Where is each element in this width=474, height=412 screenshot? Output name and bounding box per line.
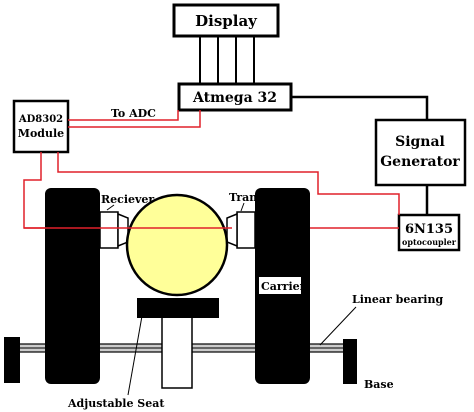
- reference-wire: [57, 152, 400, 215]
- base-label: Base: [364, 378, 394, 391]
- display-block: Display: [172, 3, 280, 38]
- display-label: Display: [195, 12, 258, 30]
- carrier-label-bg: [259, 277, 301, 294]
- optocoupler-label: optocoupler: [402, 237, 457, 247]
- base-left-block: [4, 337, 20, 383]
- base-right-block: [343, 339, 357, 384]
- opto-label: 6N135: [405, 222, 453, 237]
- receiver-pointer: [106, 204, 115, 211]
- sample-sphere: [125, 193, 229, 297]
- atmega-label: Atmega 32: [192, 90, 277, 106]
- to-adc-wires: [68, 110, 201, 128]
- mcu-to-signal-wire: [291, 95, 429, 120]
- carrier-label: Carrier: [261, 280, 306, 293]
- transmitter-label: Transmitter: [229, 191, 302, 204]
- module-label: Module: [18, 127, 64, 140]
- generator-label: Generator: [380, 154, 460, 170]
- ad8302-label: AD8302: [18, 114, 63, 125]
- receiver-label: Reciever: [101, 193, 154, 206]
- adjustable-seat-pointer: [127, 315, 143, 396]
- transmitter-pointer: [240, 202, 245, 212]
- seat-post: [161, 313, 193, 389]
- receiver-transducer: [99, 211, 129, 249]
- linear-bearing-pointer: [319, 306, 357, 346]
- atmega-block: Atmega 32: [177, 82, 293, 112]
- signal-label: Signal: [395, 134, 445, 150]
- display-bus: [196, 35, 258, 84]
- linear-bearing-label: Linear bearing: [352, 293, 443, 306]
- seat-platform: [137, 298, 219, 318]
- to-adc-label: To ADC: [111, 107, 156, 120]
- transmitter-transducer: [226, 211, 256, 249]
- optocoupler-block: 6N135 optocoupler: [397, 213, 461, 252]
- left-carrier: [45, 188, 100, 384]
- signal-generator: Signal Generator: [374, 118, 467, 187]
- adjustable-seat-label: Adjustable Seat: [67, 397, 165, 410]
- ad8302-module: AD8302 Module: [12, 99, 70, 154]
